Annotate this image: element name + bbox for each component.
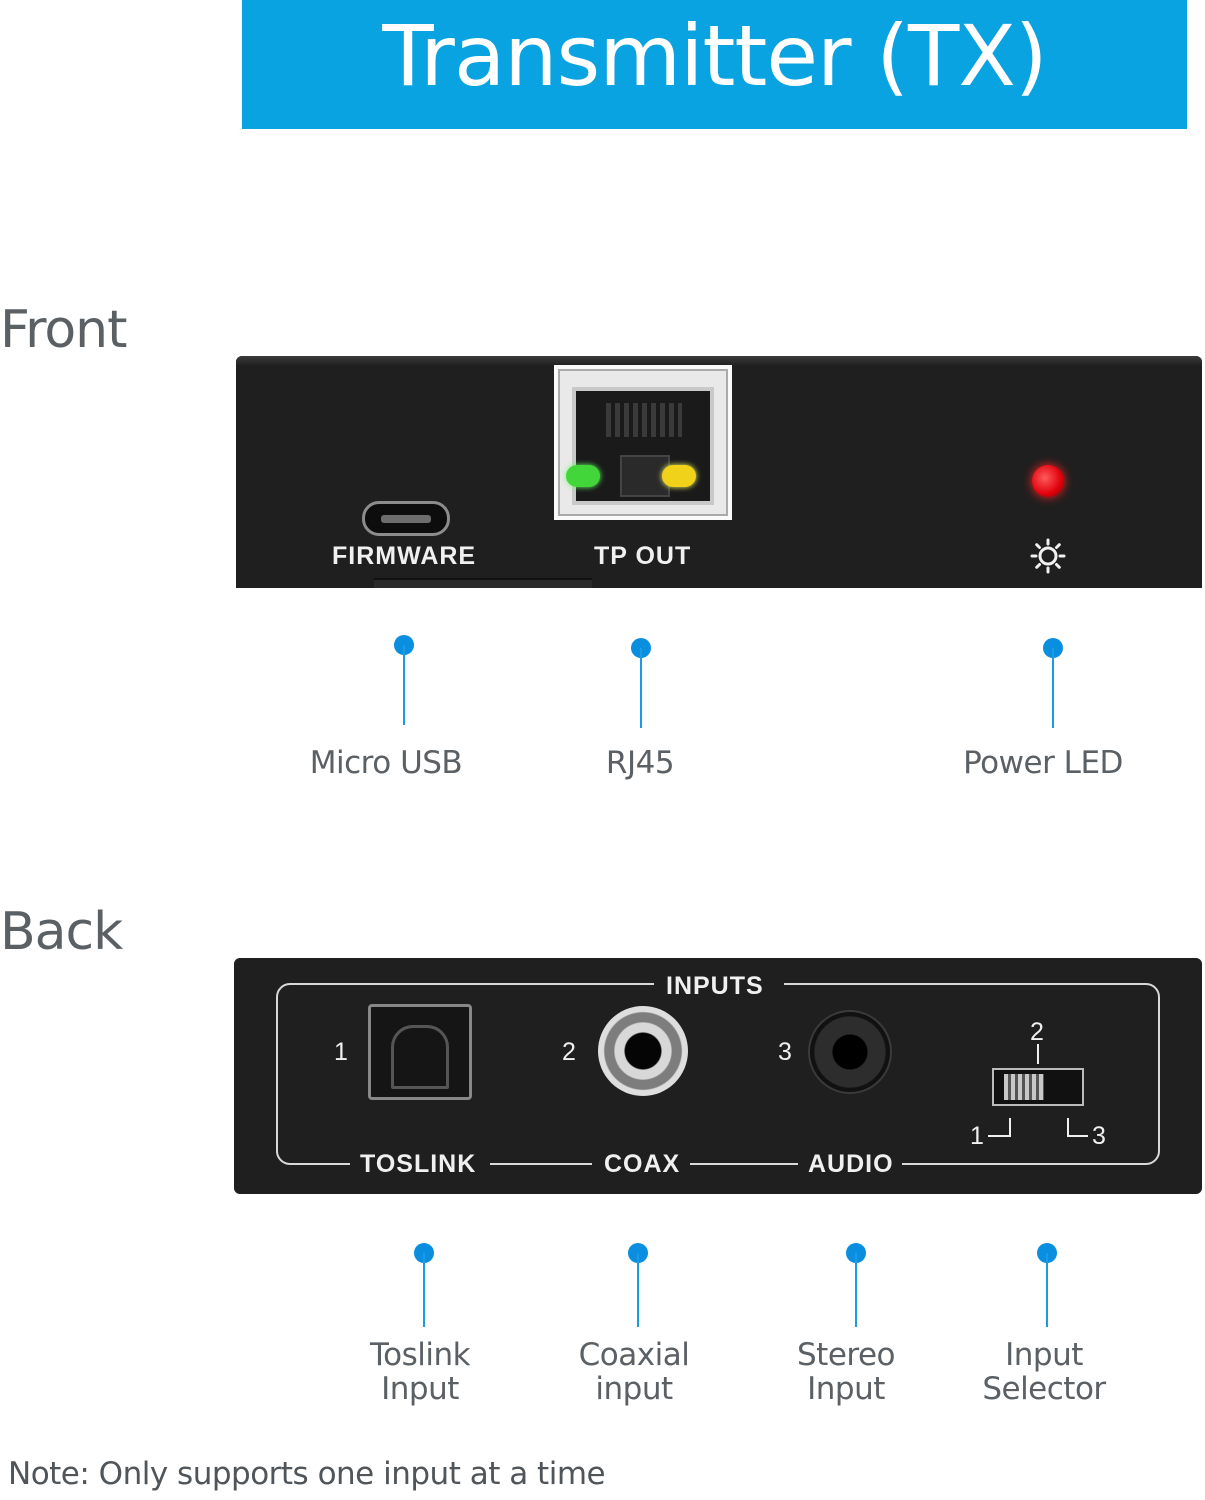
back-section-label: Back <box>0 902 123 962</box>
input-selector-knob <box>1004 1074 1044 1100</box>
selector-number-1: 1 <box>970 1122 984 1150</box>
toslink-label: TOSLINK <box>360 1150 477 1178</box>
front-section-label: Front <box>0 300 128 360</box>
callout-line-power-led <box>1052 648 1054 728</box>
callout-label-toslink: Toslink Input <box>320 1338 520 1406</box>
frame-gap-audio <box>798 1161 902 1167</box>
callout-label-selector: Input Selector <box>944 1338 1144 1406</box>
callout-label-coaxial-line2: input <box>595 1371 673 1407</box>
callout-label-selector-line1: Input <box>1005 1337 1083 1373</box>
activity-led-yellow <box>662 465 696 487</box>
callout-label-stereo: Stereo Input <box>746 1338 946 1406</box>
callout-line-selector <box>1046 1253 1048 1327</box>
link-led-green <box>566 465 600 487</box>
selector-number-3: 3 <box>1092 1122 1106 1150</box>
callout-label-toslink-line1: Toslink <box>369 1337 471 1373</box>
callout-label-power-led: Power LED <box>963 745 1123 781</box>
input-selector-switch <box>992 1068 1084 1106</box>
callout-line-rj45 <box>640 648 642 728</box>
selector-markings <box>988 1044 1088 1137</box>
footnote: Note: Only supports one input at a time <box>8 1456 606 1492</box>
tp-out-label: TP OUT <box>594 542 692 570</box>
audio-label: AUDIO <box>808 1150 894 1178</box>
firmware-label: FIRMWARE <box>332 542 477 570</box>
micro-usb-port <box>362 501 450 536</box>
front-panel-foot <box>374 578 592 588</box>
input-number-3: 3 <box>778 1038 792 1066</box>
callout-line-toslink <box>423 1253 425 1327</box>
callout-label-stereo-line1: Stereo <box>796 1337 896 1373</box>
frame-gap-coax <box>592 1161 690 1167</box>
page-title: Transmitter (TX) <box>382 7 1047 105</box>
input-number-1: 1 <box>334 1038 348 1066</box>
callout-label-coaxial: Coaxial input <box>534 1338 734 1406</box>
toslink-port <box>368 1004 472 1100</box>
frame-gap-toslink <box>350 1161 490 1167</box>
frame-gap-top <box>654 981 784 987</box>
rj45-port <box>554 365 732 520</box>
callout-line-micro-usb <box>403 645 405 725</box>
rj45-latch <box>620 455 670 497</box>
selector-number-2: 2 <box>1030 1018 1044 1046</box>
rj45-socket <box>572 387 714 505</box>
title-banner: Transmitter (TX) <box>242 0 1187 129</box>
rj45-pins <box>606 403 682 437</box>
coax-label: COAX <box>604 1150 681 1178</box>
callout-line-coaxial <box>637 1253 639 1327</box>
power-led <box>1032 465 1064 497</box>
input-number-2: 2 <box>562 1038 576 1066</box>
callout-line-stereo <box>855 1253 857 1327</box>
back-panel: INPUTS TOSLINK COAX AUDIO 1 2 3 2 1 3 <box>234 958 1202 1194</box>
front-panel: FIRMWARE TP OUT <box>236 356 1202 588</box>
inputs-label: INPUTS <box>666 972 764 1000</box>
callout-label-micro-usb: Micro USB <box>309 745 463 781</box>
coax-port <box>598 1006 688 1096</box>
callout-label-stereo-line2: Input <box>807 1371 885 1407</box>
callout-label-rj45: RJ45 <box>605 745 675 781</box>
callout-label-selector-line2: Selector <box>982 1371 1106 1407</box>
stereo-jack <box>808 1010 892 1094</box>
callout-label-toslink-line2: Input <box>381 1371 459 1407</box>
callout-label-coaxial-line1: Coaxial <box>578 1337 690 1373</box>
sun-icon <box>1030 538 1066 574</box>
